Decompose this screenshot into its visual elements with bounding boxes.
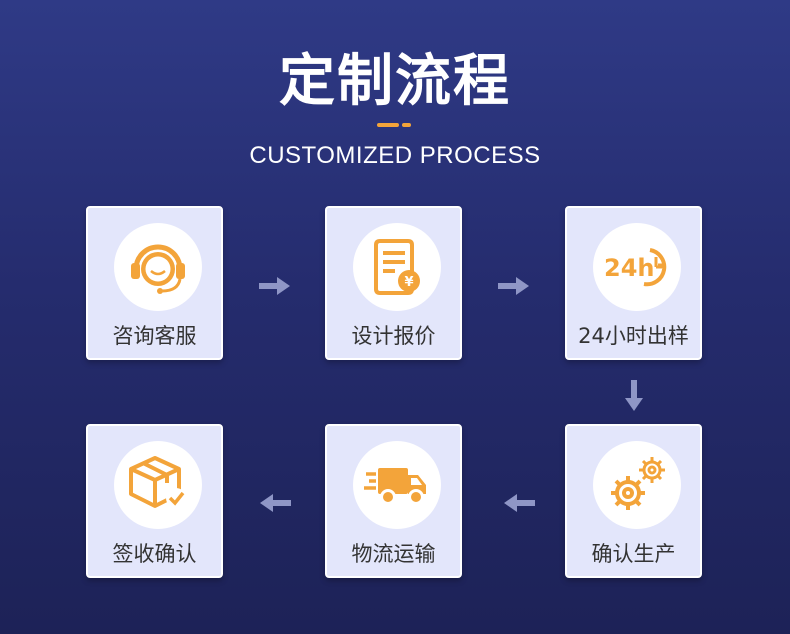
step-card-logistics: 物流运输 [325, 424, 462, 578]
svg-text:¥: ¥ [404, 275, 413, 290]
gears-icon [611, 457, 665, 510]
step-card-quote: ¥ 设计报价 [325, 206, 462, 360]
step-icon-circle [114, 223, 202, 311]
quote-document-icon: ¥ [374, 239, 420, 295]
step-card-production: 确认生产 [565, 424, 702, 578]
step-card-sign-confirm: 签收确认 [86, 424, 223, 578]
step-label: 24小时出样 [578, 324, 689, 348]
step-icon-circle [114, 441, 202, 529]
step-card-24h-sample: 24h 24小时出样 [565, 206, 702, 360]
page-title: 定制流程 [279, 49, 511, 114]
headset-icon [131, 244, 185, 294]
step-label: 物流运输 [351, 542, 436, 566]
24h-text: 24h [604, 254, 654, 282]
package-check-icon [129, 456, 186, 508]
step-icon-circle: ¥ [353, 223, 441, 311]
title-accent [377, 123, 411, 127]
arrow-left-icon [504, 494, 535, 512]
step-label: 设计报价 [351, 324, 436, 348]
delivery-truck-icon [364, 468, 426, 505]
step-label: 确认生产 [591, 542, 676, 566]
step-label: 签收确认 [112, 542, 197, 566]
step-card-consult: 咨询客服 [86, 206, 223, 360]
arrow-down-icon [625, 380, 643, 411]
page-subtitle: CUSTOMIZED PROCESS [249, 142, 541, 169]
arrow-right-icon [259, 277, 290, 295]
step-icon-circle [353, 441, 441, 529]
arrow-right-icon [498, 277, 529, 295]
step-icon-circle [593, 441, 681, 529]
step-label: 咨询客服 [112, 324, 197, 348]
24h-clock-icon: 24h [604, 248, 667, 287]
step-icon-circle: 24h [593, 223, 681, 311]
arrow-left-icon [260, 494, 291, 512]
